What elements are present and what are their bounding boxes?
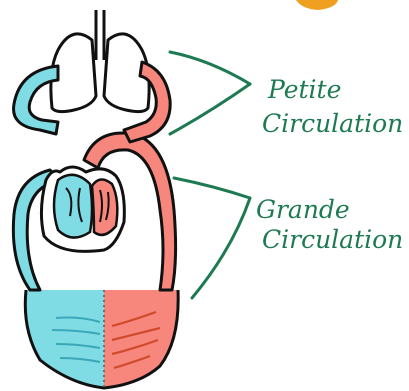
body-organs [25,290,178,388]
petite-circulation-label-line2: Circulation [262,109,403,138]
grande-circulation-label-line1: Grande [256,195,350,224]
brace-grande [174,178,250,298]
heart [41,167,124,251]
petite-circulation-label-line1: Petite [267,75,341,104]
lungs [51,10,149,112]
brace-petite [170,52,250,134]
grande-circulation-label-line2: Circulation [262,225,403,254]
orange-blob [296,0,338,10]
